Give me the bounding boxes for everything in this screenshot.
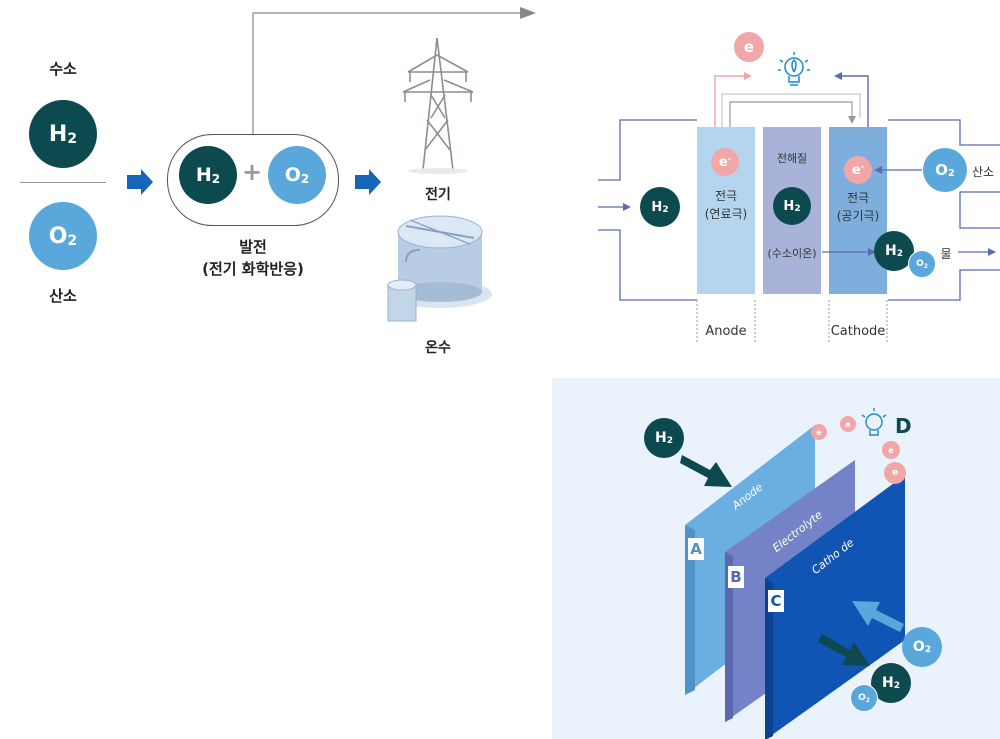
lightbulb-icon (778, 52, 810, 86)
small-lightbulb-icon (861, 408, 887, 436)
anode-electrode-label: 전극 (714, 189, 738, 203)
letter-b-tag: B (728, 566, 744, 588)
hydrogen-ion-label: (수소이온) (767, 247, 817, 260)
electron-top-icon: e (734, 32, 764, 62)
cathode-sheet (765, 475, 905, 739)
right-arrow-icon-2 (355, 169, 381, 195)
oxygen-label: 산소 (971, 165, 995, 179)
illus-electron-icon-3: e (882, 441, 900, 459)
water-label: 물 (940, 247, 952, 261)
generation-title: 발전 (239, 238, 267, 256)
cathode-electrode-label: 전극 (846, 191, 870, 205)
letter-a-tag: A (688, 538, 704, 560)
divider (20, 182, 106, 183)
oxygen-inflow-arrow-icon (852, 601, 904, 632)
cathode-layer (829, 127, 887, 294)
output-arrow-head-icon (520, 7, 536, 19)
plus-sign: + (242, 158, 263, 186)
hot-water-label: 온수 (425, 340, 451, 356)
hydrogen-label: 수소 (49, 60, 77, 78)
electricity-label: 전기 (425, 187, 451, 203)
generation-subtitle: (전기 화학반응) (202, 260, 304, 278)
oxygen-symbol: O (48, 223, 68, 249)
anode-caption: Anode (705, 324, 747, 339)
cathode-caption: Cathode (830, 324, 886, 339)
anode-electrode-sub: (연료극) (704, 207, 748, 221)
anode-electron-icon: e- (711, 148, 739, 176)
illus-electron-icon-2: e (840, 416, 856, 432)
hydrogen-subscript: 2 (67, 131, 78, 147)
hydrogen-symbol: H (48, 121, 68, 147)
letter-d-tag: D (895, 414, 912, 438)
output-line (252, 12, 522, 135)
electrolyte-label: 전해질 (776, 152, 808, 165)
illus-electron-icon-4: e (884, 462, 906, 484)
cathode-electrode-sub: (공기극) (836, 209, 880, 223)
inflow-arrow-icon (680, 455, 732, 487)
oxygen-subscript: 2 (67, 233, 78, 249)
right-arrow-icon-1 (127, 169, 153, 195)
oxygen-label: 산소 (49, 287, 77, 305)
outflow-arrow-icon (818, 634, 870, 666)
letter-c-tag: C (768, 590, 784, 612)
illus-electron-icon-1: e (811, 424, 827, 440)
cathode-electron-icon: e- (844, 156, 872, 184)
